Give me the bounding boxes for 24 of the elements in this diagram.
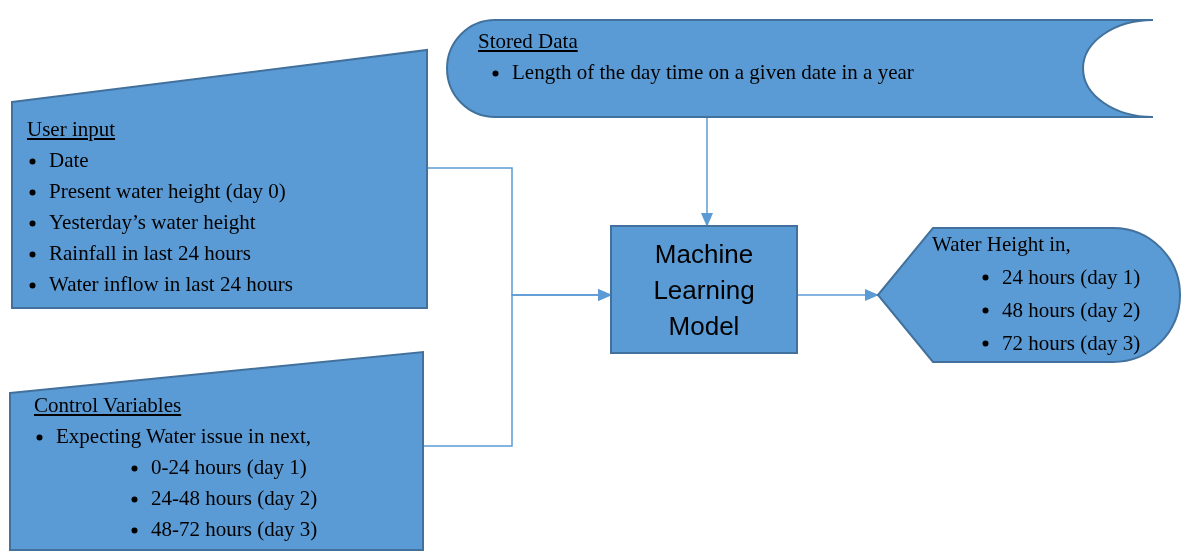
manual-input-shape: [9, 350, 424, 551]
bullet-item: Yesterday’s water height: [49, 210, 256, 234]
node-label: Machine Learning Model: [652, 237, 756, 343]
bullet-item: 24 hours (day 1): [1002, 265, 1141, 289]
bullet-item: 24-48 hours (day 2): [151, 486, 318, 510]
bullet-item: 48 hours (day 2): [1002, 298, 1141, 322]
node-heading: Stored Data: [478, 28, 579, 55]
display-shape: [877, 227, 1181, 363]
bullet-item: Rainfall in last 24 hours: [49, 241, 251, 265]
bullet-item: Present water height (day 0): [49, 179, 286, 203]
bullet-item: 72 hours (day 3): [1002, 331, 1141, 355]
node-heading: Water Height in,: [932, 231, 1072, 258]
node-heading: Control Variables: [34, 392, 183, 419]
manual-input-shape: [11, 48, 428, 309]
bullet-item: 0-24 hours (day 1): [151, 455, 307, 479]
bullet-item: Expecting Water issue in next,: [56, 424, 312, 448]
node-heading: User input: [27, 116, 117, 143]
stored-data-shape: [446, 19, 1154, 118]
bullet-item: 48-72 hours (day 3): [151, 517, 318, 541]
connector-arrow: [701, 116, 713, 227]
process-box: [610, 225, 798, 354]
bullet-item: Length of the day time on a given date in a year: [512, 60, 914, 84]
bullet-item: Water inflow in last 24 hours: [49, 272, 293, 296]
bullet-item: Date: [49, 148, 89, 172]
